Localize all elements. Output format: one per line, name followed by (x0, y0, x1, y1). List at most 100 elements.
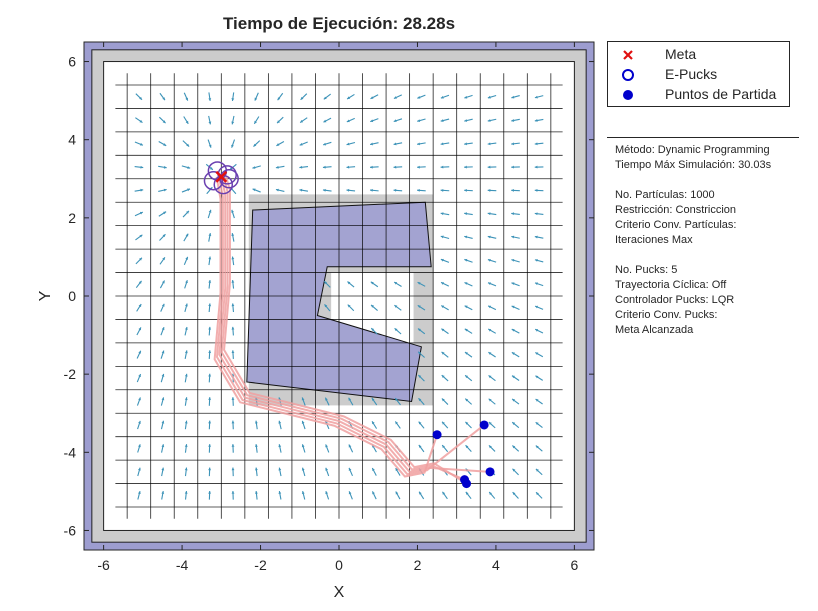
vector-arrowhead (325, 491, 329, 495)
vector-arrowhead (487, 188, 491, 192)
vector-arrowhead (162, 97, 166, 101)
vector-arrowhead (535, 445, 539, 449)
vector-arrowhead (231, 121, 235, 125)
vector-arrowhead (231, 397, 235, 400)
vector-arrowhead (346, 188, 350, 192)
vector-arrowhead (417, 165, 420, 169)
vector-arrowhead (464, 352, 468, 355)
vector-arrowhead (393, 165, 397, 169)
trajectory (223, 176, 468, 485)
vector-arrowhead (464, 305, 468, 309)
vector-arrowhead (185, 280, 188, 284)
vector-arrowhead (370, 188, 373, 192)
vector-arrowhead (512, 468, 516, 472)
vector-arrowhead (440, 95, 444, 99)
vector-arrowhead (184, 467, 188, 471)
vector-arrowhead (301, 444, 305, 448)
vector-arrowhead (186, 143, 190, 147)
vector-arrowhead (208, 144, 212, 148)
vector-arrowhead (511, 212, 515, 216)
info-line: Restricción: Constriccion (615, 204, 737, 216)
vector-arrowhead (184, 326, 188, 330)
vector-arrowhead (323, 119, 327, 123)
vector-arrowhead (511, 352, 515, 355)
y-tick-label: -2 (64, 366, 77, 382)
trajectory-layer (213, 176, 491, 485)
vector-arrowhead (417, 282, 421, 285)
info-line: Tiempo Máx Simulación: 30.03s (615, 159, 772, 171)
trajectory (218, 176, 491, 473)
vector-arrowhead (393, 142, 397, 146)
vector-arrowhead (322, 165, 326, 169)
vector-arrowhead (347, 304, 351, 308)
vector-arrowhead (139, 234, 143, 238)
vector-arrowhead (278, 444, 282, 448)
vector-arrowhead (370, 142, 373, 146)
start-point (479, 420, 489, 430)
vector-arrowhead (275, 188, 279, 192)
vector-field-layer (134, 92, 544, 500)
vector-arrowhead (418, 444, 422, 448)
vector-arrowhead (139, 257, 142, 261)
vector-arrowhead (488, 422, 492, 425)
start-point (462, 479, 471, 489)
vector-arrowhead (535, 399, 539, 402)
vector-arrowhead (186, 210, 189, 214)
y-tick-label: 2 (68, 210, 76, 226)
vector-arrowhead (208, 98, 212, 101)
vector-arrowhead (323, 142, 327, 146)
vector-arrowhead (252, 166, 256, 169)
vector-arrowhead (347, 281, 351, 285)
vector-arrowhead (441, 305, 445, 309)
vector-arrowhead (464, 165, 467, 169)
vector-arrowhead (325, 397, 328, 401)
vector-arrowhead (231, 209, 234, 213)
vector-arrowhead (139, 142, 143, 146)
legend-label: Puntos de Partida (665, 86, 777, 102)
vector-arrowhead (231, 467, 235, 471)
vector-arrowhead (487, 95, 491, 99)
x-tick-label: 0 (335, 557, 343, 573)
vector-arrowhead (231, 303, 235, 307)
vector-arrowhead (394, 305, 398, 308)
x-tick-label: -6 (97, 557, 110, 573)
vector-arrowhead (511, 305, 515, 309)
vector-arrowhead (487, 212, 491, 216)
legend-item-meta: Meta (608, 45, 789, 65)
vector-arrowhead (138, 280, 142, 284)
vector-arrowhead (208, 490, 212, 494)
vector-arrowhead (161, 350, 165, 354)
vector-arrowhead (465, 375, 469, 379)
info-line: No. Pucks: 5 (615, 264, 678, 276)
vector-arrowhead (534, 212, 538, 216)
vector-arrowhead (465, 445, 469, 449)
vector-arrowhead (346, 119, 350, 123)
info-panel: Método: Dynamic Programming Tiempo Máx S… (615, 143, 771, 338)
vector-arrowhead (511, 258, 515, 262)
vector-arrowhead (465, 421, 469, 425)
vector-arrowhead (276, 143, 280, 146)
vector-arrowhead (464, 328, 468, 332)
vector-arrowhead (395, 468, 399, 472)
obstacle-layer (246, 201, 432, 403)
vector-arrowhead (534, 95, 538, 99)
vector-arrowhead (419, 491, 422, 495)
start-point (485, 467, 495, 477)
vector-arrowhead (511, 119, 515, 122)
vector-arrowhead (442, 445, 445, 449)
vector-arrowhead (394, 282, 398, 285)
vector-arrowhead (162, 280, 165, 284)
legend-box: Meta E-Pucks Puntos de Partida (607, 41, 790, 107)
vector-arrowhead (393, 119, 397, 123)
x-tick-label: 4 (492, 557, 500, 573)
y-tick-label: -6 (64, 522, 77, 538)
vector-arrowhead (253, 143, 257, 147)
vector-arrowhead (418, 421, 422, 425)
vector-arrowhead (277, 120, 280, 124)
vector-arrowhead (440, 188, 444, 192)
vector-arrowhead (184, 397, 188, 401)
trajectory (213, 176, 439, 478)
vector-arrowhead (231, 490, 235, 494)
vector-arrowhead (511, 329, 515, 332)
vector-arrowhead (231, 420, 235, 424)
